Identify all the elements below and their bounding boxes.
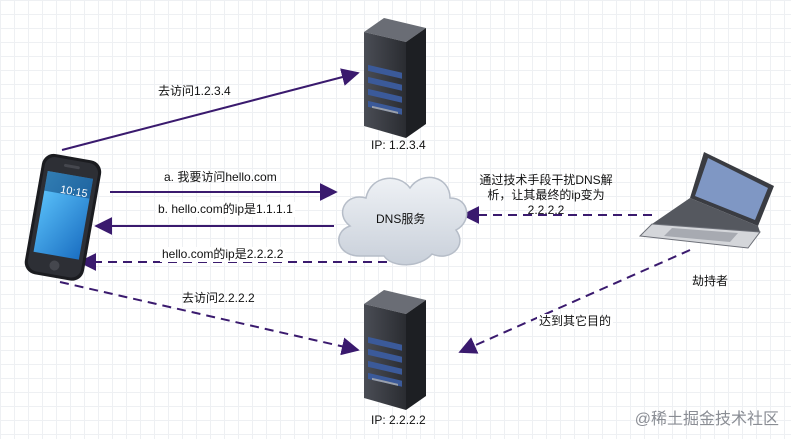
server-top-label: IP: 1.2.3.4 [371, 138, 426, 152]
phone-icon [24, 153, 102, 281]
label-hijack-line-3: 2.2.2.2 [527, 203, 565, 217]
label-hijack-line-1: 通过技术手段干扰DNS解 [479, 173, 613, 187]
label-reply-real: b. hello.com的ip是1.1.1.1 [156, 202, 295, 217]
label-hijack: 通过技术手段干扰DNS解 析，让其最终的ip变为 2.2.2.2 [473, 173, 619, 218]
dns-cloud-icon [338, 176, 468, 266]
label-visit-1234: 去访问1.2.3.4 [158, 84, 231, 98]
server-bottom-icon [364, 290, 426, 410]
watermark: @稀土掘金技术社区 [634, 411, 779, 428]
laptop-icon [638, 152, 774, 249]
attacker-label: 劫持者 [692, 274, 729, 288]
server-bottom-label: IP: 2.2.2.2 [371, 413, 426, 427]
label-request: a. 我要访问hello.com [164, 170, 277, 184]
arrow-visit-1234 [61, 68, 360, 151]
label-visit-2222: 去访问2.2.2.2 [182, 291, 255, 305]
server-top-icon [364, 18, 426, 138]
arrow-visit-2222 [59, 281, 360, 356]
dns-label: DNS服务 [376, 212, 426, 226]
label-hijack-line-2: 析，让其最终的ip变为 [487, 188, 605, 202]
arrow-reach-other [458, 249, 691, 354]
label-reach-other: 达到其它目的 [537, 314, 614, 329]
label-reply-fake: hello.com的ip是2.2.2.2 [160, 247, 286, 262]
